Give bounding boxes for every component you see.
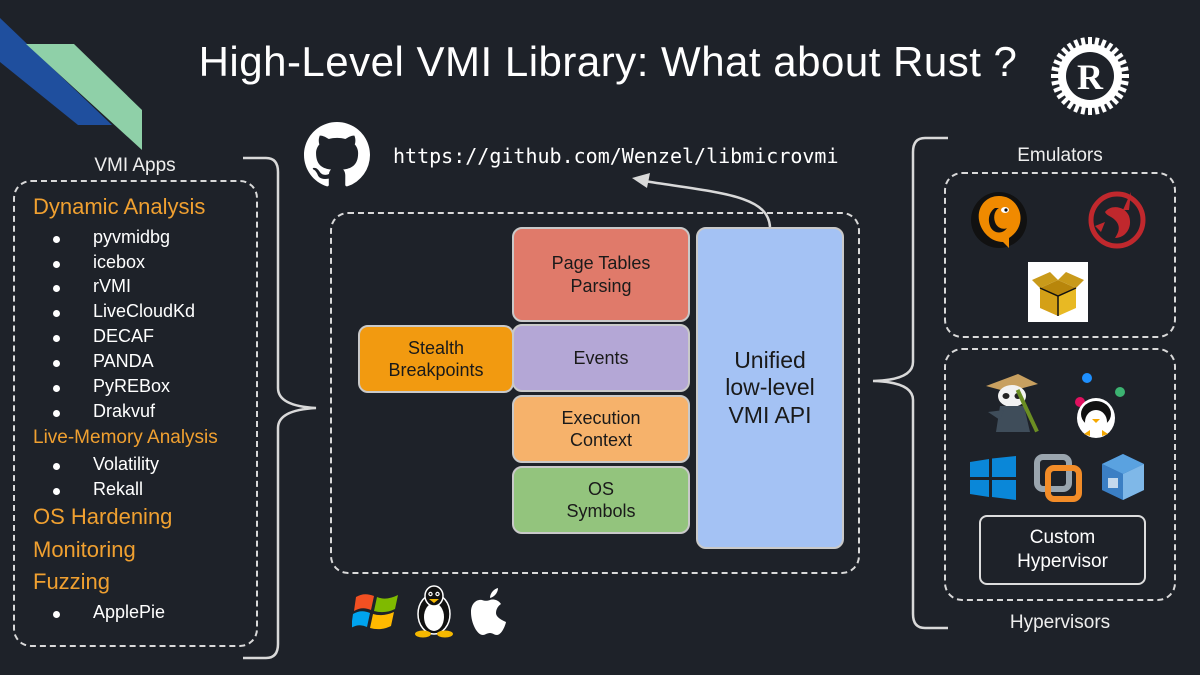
bochs-icon: [1028, 262, 1088, 322]
hypervisors-header: Hypervisors: [1009, 612, 1111, 633]
list-item: icebox: [53, 252, 145, 273]
corner-decoration: [0, 18, 142, 150]
category-fuzzing: Fuzzing: [33, 569, 111, 594]
arrow-to-url: [632, 173, 772, 228]
svg-text:R: R: [1077, 57, 1104, 97]
virtualbox-icon: [1102, 454, 1144, 500]
kvm-icon: [1075, 373, 1125, 438]
rust-logo-icon: R: [1051, 37, 1129, 115]
qemu-icon: [971, 192, 1027, 248]
os-symbols-box: OS Symbols: [512, 466, 690, 534]
category-dynamic-analysis: Dynamic Analysis: [33, 194, 206, 219]
list-item: PyREBox: [53, 376, 170, 397]
windows-os-icon: [352, 594, 398, 630]
vmi-apps-panel: [13, 180, 258, 647]
list-item: pyvmidbg: [53, 227, 170, 248]
emulators-header: Emulators: [1017, 145, 1103, 166]
execution-context-box: Execution Context: [512, 395, 690, 463]
events-box: Events: [512, 324, 690, 392]
vmware-icon: [1034, 454, 1082, 502]
unicorn-icon: [1088, 191, 1146, 249]
vmi-apps-header: VMI Apps: [94, 155, 176, 176]
slide-title: High-Level VMI Library: What about Rust …: [198, 38, 1018, 85]
apple-os-icon: [471, 588, 506, 635]
list-item: PANDA: [53, 351, 154, 372]
list-item: DECAF: [53, 326, 154, 347]
list-item: ApplePie: [53, 602, 165, 623]
hypervisors-panel: [944, 348, 1176, 601]
list-item: Volatility: [53, 454, 159, 475]
github-icon[interactable]: [303, 122, 371, 188]
stealth-breakpoints-box: Stealth Breakpoints: [358, 325, 514, 393]
emulators-panel: [944, 172, 1176, 338]
left-brace: [243, 156, 317, 660]
windows-icon: [970, 456, 1016, 500]
list-item: Drakvuf: [53, 401, 155, 422]
category-monitoring: Monitoring: [33, 537, 136, 562]
unified-api-box: Unified low-level VMI API: [696, 227, 844, 549]
repo-url-link[interactable]: https://github.com/Wenzel/libmicrovmi: [393, 144, 839, 168]
category-live-memory-analysis: Live-Memory Analysis: [33, 427, 218, 448]
list-item: LiveCloudKd: [53, 301, 195, 322]
libmicrovmi-panel: [330, 212, 860, 574]
page-tables-box: Page Tables Parsing: [512, 227, 690, 322]
list-item: rVMI: [53, 276, 131, 297]
right-brace: [872, 136, 948, 630]
list-item: Rekall: [53, 479, 143, 500]
xen-icon: [986, 374, 1039, 433]
custom-hypervisor-box: Custom Hypervisor: [979, 515, 1146, 585]
linux-os-icon: [415, 585, 453, 638]
category-os-hardening: OS Hardening: [33, 504, 173, 529]
